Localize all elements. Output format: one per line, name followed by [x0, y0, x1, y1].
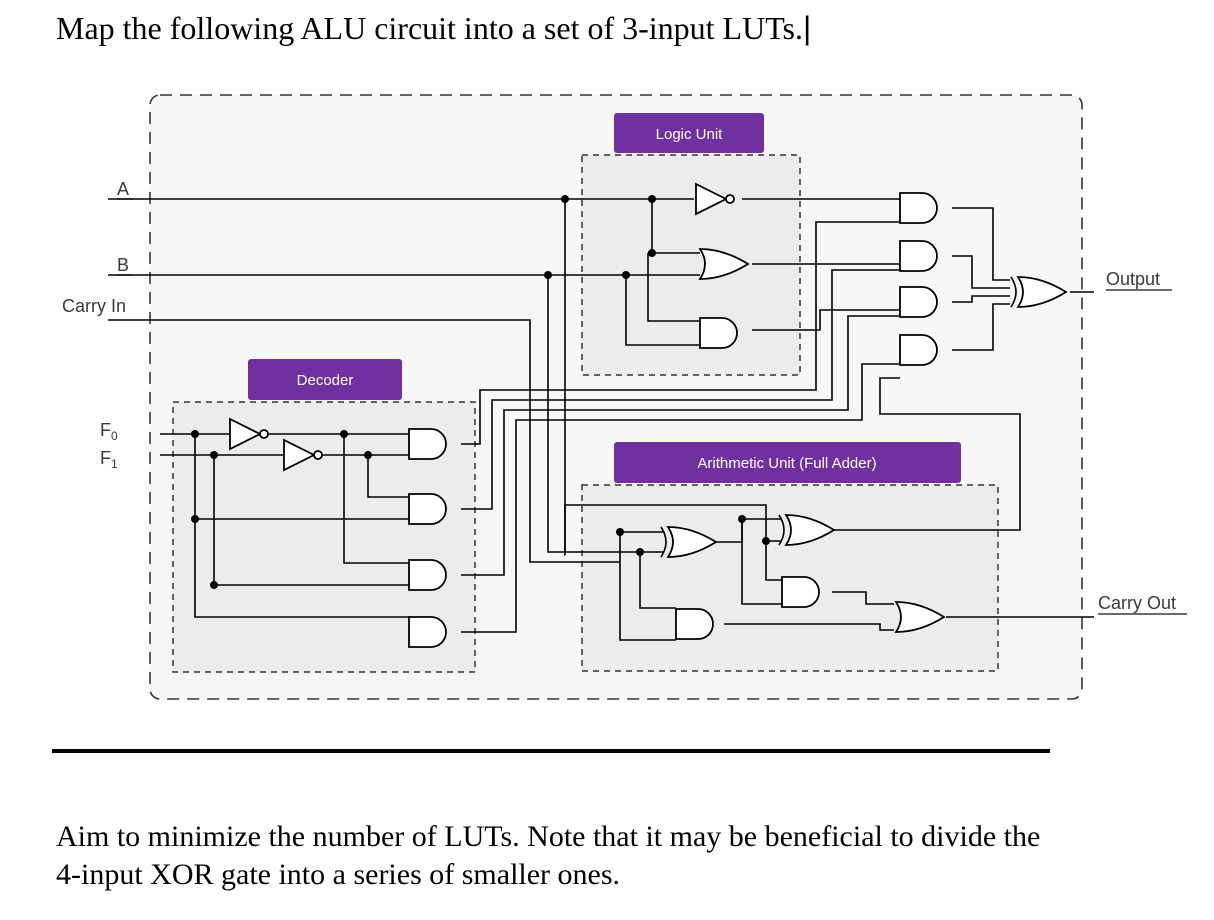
input-carry-in-label: Carry In [62, 296, 126, 316]
decoder-header [248, 359, 402, 400]
logic-unit-label: Logic Unit [656, 126, 724, 143]
and-gate-select-0 [899, 192, 938, 224]
output-label: Output [1106, 269, 1160, 289]
arithmetic-unit-header [614, 442, 961, 483]
and-gate-decoder-1 [408, 493, 447, 525]
and-gate-logic [699, 317, 738, 349]
and-gate-select-3 [899, 334, 938, 366]
and-gate-select-2 [899, 286, 938, 318]
wire-junctions [191, 195, 770, 589]
and-gate-adder-1 [675, 608, 714, 640]
and-gate-decoder-3 [408, 616, 447, 648]
logic-unit-header [614, 113, 764, 153]
input-f1-sub: 1 [111, 457, 118, 471]
input-f0-base: F [100, 420, 111, 440]
note-text: Aim to minimize the number of LUTs. Note… [56, 820, 1041, 891]
and-gate-select-1 [899, 240, 938, 272]
input-b-label: B [117, 255, 129, 275]
arithmetic-unit-label: Arithmetic Unit (Full Adder) [697, 455, 876, 472]
input-f1-base: F [100, 448, 111, 468]
input-a-label: A [117, 179, 129, 199]
text-cursor: | [802, 10, 812, 46]
and-gate-decoder-0 [408, 428, 447, 460]
logic-unit-block [581, 154, 801, 376]
question-sentence: Map the following ALU circuit into a set… [56, 10, 803, 46]
input-f0-sub: 0 [111, 429, 118, 443]
input-f1-label: F1 [100, 448, 118, 471]
horizontal-rule [52, 749, 1050, 753]
and-gate-adder-2 [781, 576, 820, 608]
and-gate-decoder-2 [408, 559, 447, 591]
input-f0-label: F0 [100, 420, 118, 443]
carry-out-label: Carry Out [1098, 593, 1176, 613]
decoder-label: Decoder [297, 372, 354, 389]
question-text: Map the following ALU circuit into a set… [56, 10, 811, 47]
